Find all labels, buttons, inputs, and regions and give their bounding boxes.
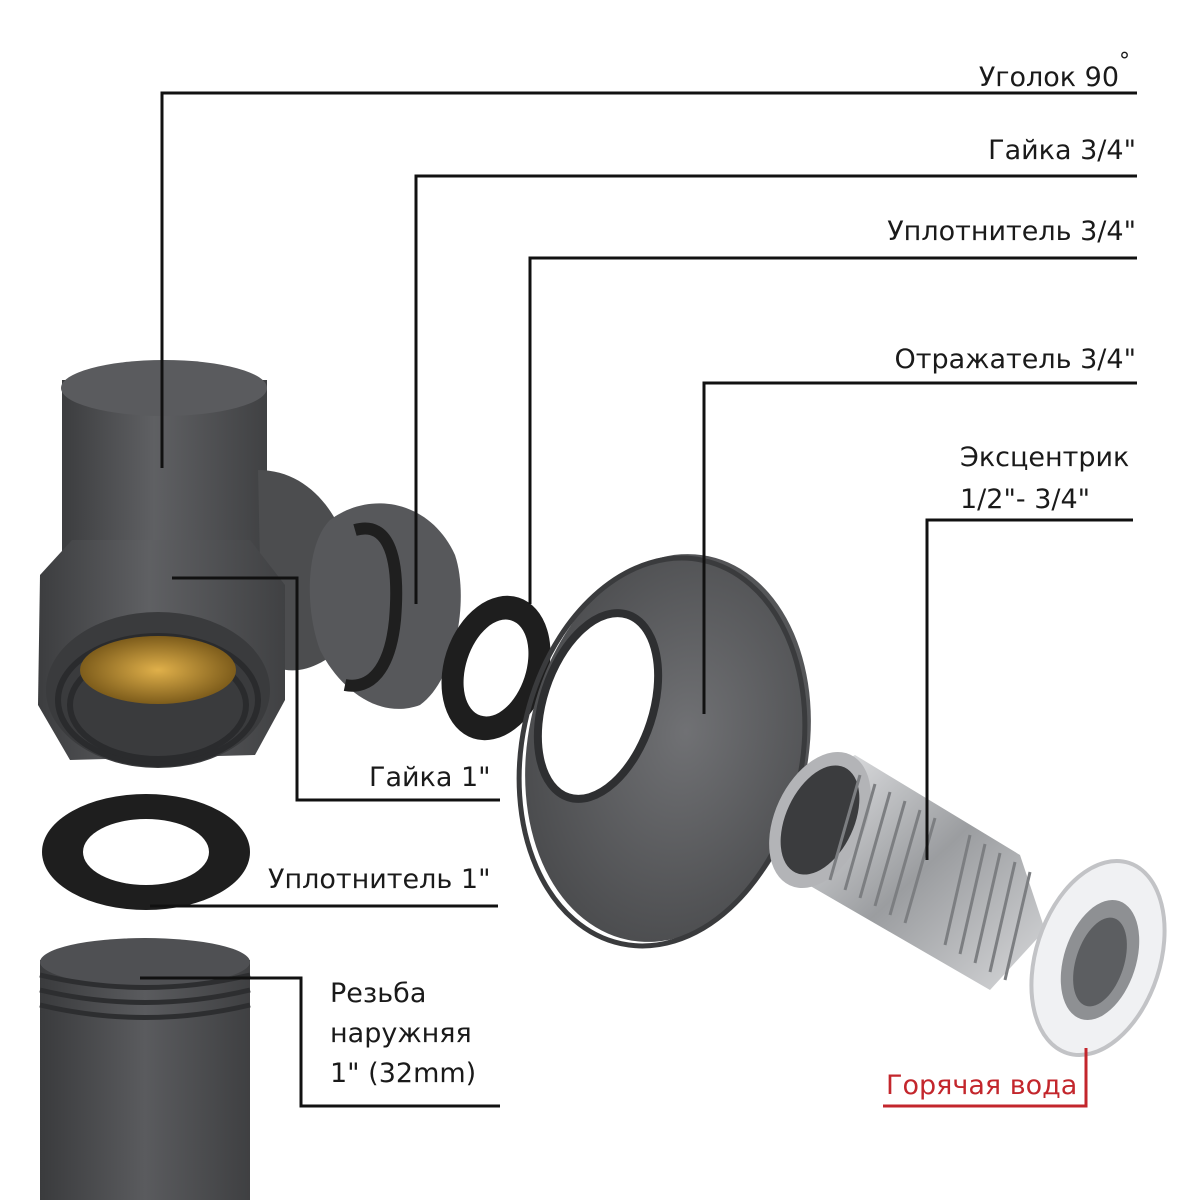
leader-eccentric [925,518,1133,860]
leader-reflector-34 [702,381,1137,714]
eccentric-part [769,752,1045,990]
seal-34-hole [463,619,529,717]
label-thread-line1: Резьба [330,978,427,1009]
eccentric-threads [828,774,1032,981]
label-eccentric-line2: 1/2"- 3/4" [960,484,1091,515]
label-eccentric-line1: Эксцентрик [960,442,1130,473]
pipe-threads [39,972,251,1020]
leader-thread [140,976,500,1108]
label-nut-34: Гайка 3/4" [988,135,1136,166]
leader-lines [140,91,1137,1108]
label-thread-line3: 1" (32mm) [330,1058,477,1089]
label-thread-line2: наружняя [330,1018,472,1049]
label-elbow-90-text: Уголок 90 [978,62,1119,93]
label-reflector-34: Отражатель 3/4" [894,344,1137,375]
elbow-side-nut [309,503,461,709]
elbow-brass-core [80,636,236,704]
chrome-flange-part [1029,858,1167,1058]
reflector-hole [537,613,659,799]
leader-hot-water [883,1048,1088,1108]
flange-bore [1073,917,1127,1007]
label-seal-34: Уплотнитель 3/4" [887,216,1136,247]
threaded-pipe-part [39,938,251,1200]
leader-seal-34 [528,256,1137,604]
label-thread: Резьба наружняя 1" (32mm) [330,974,476,1094]
pipe-top [40,938,250,986]
seal-34-part [441,595,551,741]
degree-sign: ° [1119,49,1130,74]
leader-elbow [160,91,1137,468]
seal-1-part [42,794,250,910]
leader-nut-34 [414,174,1137,604]
label-eccentric: Эксцентрик 1/2"- 3/4" [960,437,1129,521]
label-nut-1: Гайка 1" [369,762,491,793]
seal-1-hole [83,819,209,885]
reflector-34-part [516,554,811,949]
label-elbow-90: Уголок 90° [978,49,1130,96]
elbow-top-cap [61,360,267,416]
elbow-side-nut-ring [343,522,403,692]
label-seal-1: Уплотнитель 1" [268,864,491,895]
reflector-hole-edge [533,609,663,803]
leader-nut-1 [172,576,500,802]
elbow-90-part [38,360,461,768]
label-hot-water: Горячая вода [886,1070,1078,1101]
